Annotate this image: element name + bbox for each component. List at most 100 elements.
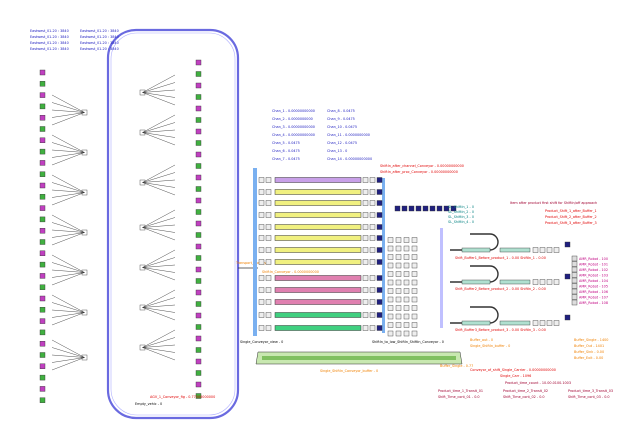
outlet-station-icon[interactable]: [362, 200, 369, 206]
channel-conveyor-bar[interactable]: [274, 189, 362, 195]
inlet-station-icon[interactable]: [258, 275, 265, 281]
outlet-station-icon[interactable]: [362, 299, 369, 305]
outlet-station-icon[interactable]: [369, 325, 376, 331]
pink-station-icon[interactable]: [39, 273, 46, 279]
agv-loop-conveyor[interactable]: [106, 28, 240, 420]
outlet-flag-icon[interactable]: [376, 312, 383, 318]
outlet-station-icon[interactable]: [362, 212, 369, 218]
amr-icon[interactable]: [571, 272, 578, 278]
process-station-icon[interactable]: [411, 330, 418, 337]
right-station-icon[interactable]: [195, 393, 202, 399]
sorter-conveyor[interactable]: [440, 228, 443, 328]
process-station-icon[interactable]: [403, 330, 410, 337]
amr-icon[interactable]: [571, 277, 578, 284]
right-station-icon[interactable]: [195, 105, 202, 112]
outlet-station-icon[interactable]: [369, 189, 376, 195]
inlet-station-icon[interactable]: [265, 212, 272, 218]
right-station-icon[interactable]: [195, 71, 202, 77]
channel-conveyor-bar[interactable]: [274, 287, 362, 293]
process-station-icon[interactable]: [411, 322, 418, 328]
green-station-icon[interactable]: [39, 352, 46, 358]
channel-conveyor-bar[interactable]: [274, 177, 362, 183]
channel-conveyor-bar[interactable]: [274, 312, 362, 318]
inlet-station-icon[interactable]: [265, 247, 272, 253]
process-station-icon[interactable]: [395, 330, 402, 337]
process-station-icon[interactable]: [395, 262, 402, 269]
inlet-station-icon[interactable]: [258, 200, 265, 206]
process-station-icon[interactable]: [387, 254, 394, 260]
process-station-icon[interactable]: [403, 322, 410, 328]
control-flag-icon[interactable]: [415, 205, 422, 212]
right-station-icon[interactable]: [195, 94, 202, 100]
inlet-station-icon[interactable]: [258, 325, 265, 331]
outlet-station-icon[interactable]: [362, 287, 369, 293]
right-station-icon[interactable]: [195, 209, 202, 215]
lane-station-icon[interactable]: [539, 279, 546, 285]
green-station-icon[interactable]: [39, 194, 46, 200]
inlet-station-icon[interactable]: [258, 177, 265, 183]
outlet-station-icon[interactable]: [362, 189, 369, 195]
green-station-icon[interactable]: [39, 126, 46, 132]
amr-icon[interactable]: [571, 299, 578, 306]
inlet-station-icon[interactable]: [258, 235, 265, 241]
lane-station-icon[interactable]: [553, 279, 560, 285]
green-station-icon[interactable]: [39, 261, 46, 268]
outlet-flag-icon[interactable]: [376, 247, 383, 253]
process-station-icon[interactable]: [411, 271, 418, 277]
process-station-icon[interactable]: [403, 262, 410, 269]
inlet-station-icon[interactable]: [258, 247, 265, 253]
outlet-station-icon[interactable]: [362, 312, 369, 318]
process-station-icon[interactable]: [387, 313, 394, 320]
outlet-station-icon[interactable]: [369, 312, 376, 318]
lane-conveyor[interactable]: [499, 279, 531, 285]
process-station-icon[interactable]: [387, 279, 394, 286]
inlet-station-icon[interactable]: [265, 224, 272, 230]
channel-conveyor-bar[interactable]: [274, 299, 362, 305]
inlet-station-icon[interactable]: [258, 299, 265, 305]
process-station-icon[interactable]: [395, 271, 402, 277]
right-station-icon[interactable]: [195, 117, 202, 123]
lane-flag-icon[interactable]: [564, 273, 571, 280]
outlet-flag-icon[interactable]: [376, 325, 383, 331]
process-station-icon[interactable]: [395, 279, 402, 286]
green-station-icon[interactable]: [39, 307, 46, 313]
pink-station-icon[interactable]: [39, 250, 46, 257]
right-station-icon[interactable]: [195, 358, 202, 365]
channel-conveyor-bar[interactable]: [274, 235, 362, 241]
green-station-icon[interactable]: [39, 397, 46, 403]
inlet-station-icon[interactable]: [265, 200, 272, 206]
right-station-icon[interactable]: [195, 197, 202, 204]
right-station-icon[interactable]: [195, 151, 202, 158]
process-station-icon[interactable]: [387, 288, 394, 294]
process-station-icon[interactable]: [403, 237, 410, 243]
green-station-icon[interactable]: [39, 103, 46, 110]
outlet-station-icon[interactable]: [362, 235, 369, 241]
green-station-icon[interactable]: [39, 374, 46, 381]
lane-station-icon[interactable]: [532, 279, 539, 285]
channel-conveyor-bar[interactable]: [274, 259, 362, 265]
outlet-station-icon[interactable]: [369, 287, 376, 293]
inlet-station-icon[interactable]: [265, 312, 272, 318]
pink-station-icon[interactable]: [39, 341, 46, 347]
control-flag-icon[interactable]: [394, 205, 401, 212]
process-station-icon[interactable]: [411, 245, 418, 252]
control-flag-icon[interactable]: [436, 205, 443, 212]
lane-station-icon[interactable]: [532, 247, 539, 253]
left-feed-conveyor[interactable]: [253, 168, 257, 336]
pink-station-icon[interactable]: [39, 227, 46, 234]
process-station-icon[interactable]: [403, 254, 410, 260]
process-station-icon[interactable]: [387, 237, 394, 243]
process-station-icon[interactable]: [387, 330, 394, 337]
right-station-icon[interactable]: [195, 59, 202, 66]
pink-station-icon[interactable]: [39, 69, 46, 76]
outlet-station-icon[interactable]: [362, 247, 369, 253]
control-flag-icon[interactable]: [401, 205, 408, 212]
process-station-icon[interactable]: [411, 279, 418, 286]
right-station-icon[interactable]: [195, 174, 202, 181]
lane-station-icon[interactable]: [546, 320, 553, 326]
lane-conveyor[interactable]: [461, 247, 491, 253]
outlet-station-icon[interactable]: [369, 275, 376, 281]
outlet-flag-icon[interactable]: [376, 189, 383, 195]
lane-station-icon[interactable]: [539, 247, 546, 253]
amr-icon[interactable]: [571, 283, 578, 289]
